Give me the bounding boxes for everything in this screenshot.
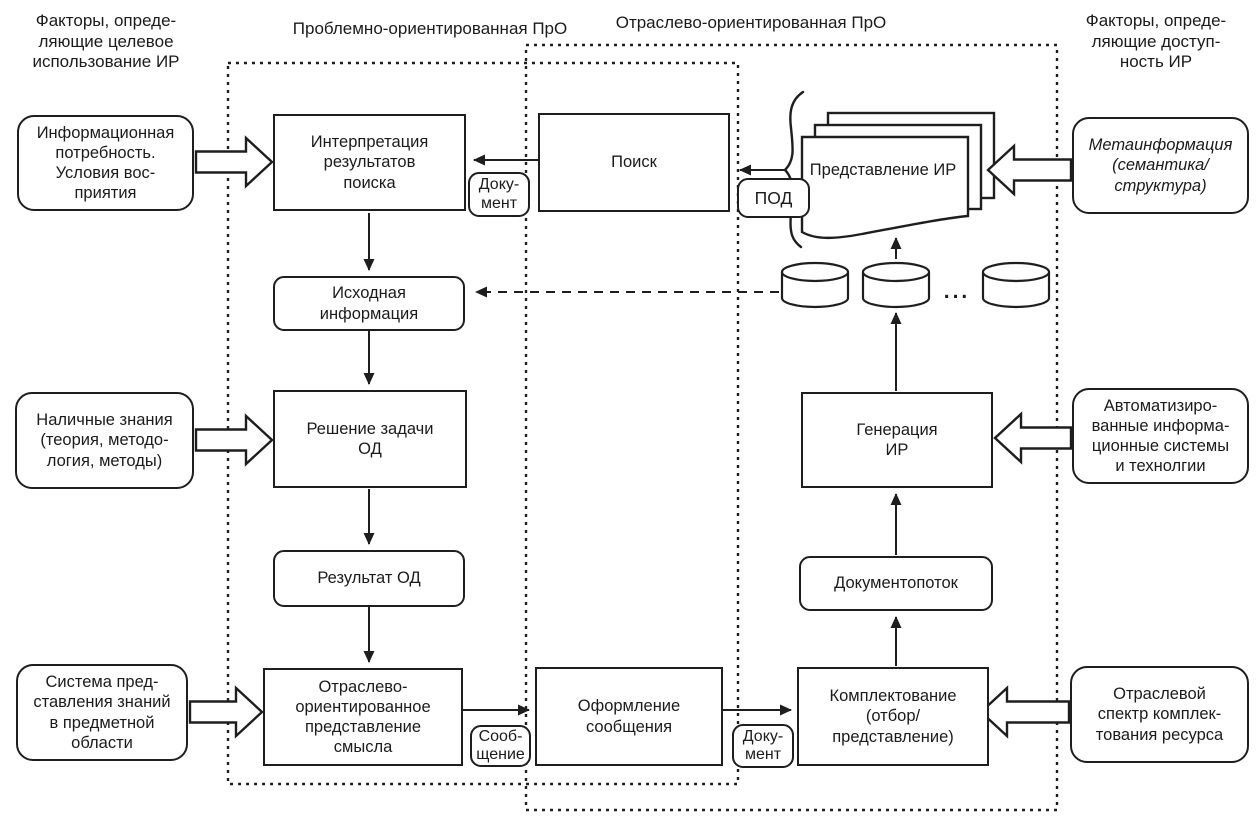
block-arrow-info-need [194, 135, 274, 189]
box-ir-generation: Генерация ИР [801, 392, 993, 488]
region-industry-label: Отраслево-ориентированная ПрО [615, 12, 887, 32]
box-initial-info: Исходная информация [273, 276, 465, 331]
region-problem-label: Проблемно-ориентированная ПрО [292, 18, 568, 38]
block-arrow-knowledge [194, 413, 274, 467]
document-stack-icon [800, 111, 996, 240]
database-cylinders [780, 261, 1051, 309]
box-od-result: Результат ОД [273, 550, 465, 607]
label-document-top: Доку- мент [468, 172, 530, 217]
database-cylinder-icon [981, 261, 1051, 309]
box-knowledge: Наличные знания (теория, методо- логия, … [15, 392, 194, 489]
flow-arrows-under [475, 286, 902, 391]
label-message: Сооб- щение [470, 725, 531, 767]
label-document-bottom: Доку- мент [732, 724, 794, 768]
header-factors-right: Факторы, опреде- ляющие доступ- ность ИР [1085, 11, 1227, 72]
box-industry-spectrum: Отраслевой спектр комплек- тования ресур… [1070, 666, 1249, 763]
block-arrow-knowledge-system [188, 685, 264, 739]
database-cylinder-icon [780, 261, 850, 309]
box-ais: Автоматизиро- ванные информа- ционные си… [1072, 388, 1249, 484]
flow-arrows [363, 154, 902, 716]
box-interpretation: Интерпретация результатов поиска [273, 114, 466, 211]
header-factors-left: Факторы, опреде- ляющие целевое использо… [32, 11, 180, 72]
box-metainfo: Метаинформация (семантика/ структура) [1072, 117, 1249, 214]
block-arrow-metainfo [986, 143, 1073, 197]
block-arrows [188, 135, 1073, 739]
box-knowledge-system: Система пред- ставления знаний в предмет… [16, 664, 188, 761]
box-doc-flow: Документопоток [799, 556, 993, 611]
box-info-need: Информационная потребность. Условия вос-… [17, 115, 194, 211]
box-message-design: Оформление сообщения [535, 667, 723, 766]
block-arrow-ais [993, 411, 1073, 465]
label-pod: ПОД [737, 178, 810, 218]
box-search: Поиск [538, 113, 730, 212]
ellipsis-label: ... [943, 280, 971, 304]
box-acquisition: Комплектование (отбор/ представление) [797, 667, 989, 766]
database-cylinder-icon [861, 261, 931, 309]
box-od-solution: Решение задачи ОД [273, 390, 467, 488]
label-ir-presentation: Представление ИР [809, 161, 957, 180]
block-arrow-spectrum [979, 685, 1071, 739]
box-industry-meaning: Отраслево- ориентированное представление… [263, 668, 463, 766]
